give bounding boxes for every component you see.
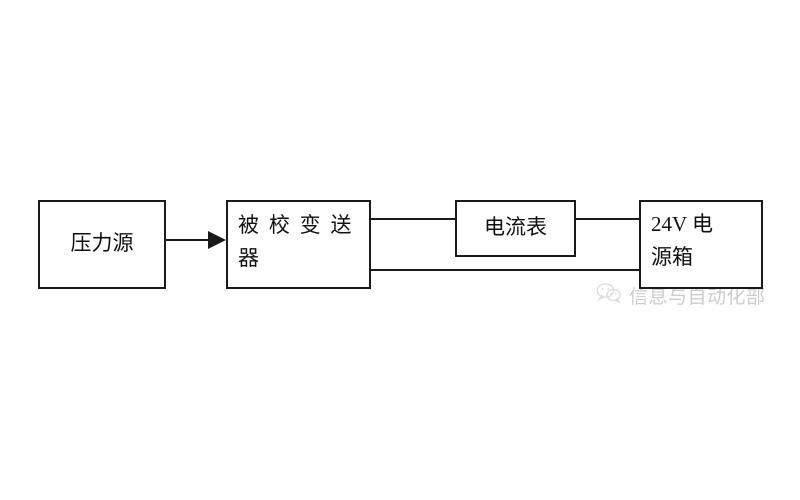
block-power-supply-label: 24V 电 源箱 [651, 212, 714, 269]
block-ammeter: 电流表 [455, 200, 576, 257]
block-ammeter-label: 电流表 [484, 216, 547, 240]
connector-transmitter-to-ammeter [371, 218, 456, 220]
connector-transmitter-to-power-supply-return [371, 269, 640, 271]
block-power-supply: 24V 电 源箱 [639, 200, 763, 289]
block-transmitter-label: 被 校 变 送 器 [238, 214, 354, 270]
wechat-logo-icon [596, 282, 622, 309]
arrowhead-icon [208, 231, 226, 249]
block-transmitter: 被 校 变 送 器 [226, 200, 371, 289]
connector-ammeter-to-power-supply [576, 218, 640, 220]
block-pressure-source: 压力源 [38, 200, 166, 289]
connector-source-to-transmitter [166, 239, 220, 241]
block-pressure-source-label: 压力源 [70, 232, 134, 256]
